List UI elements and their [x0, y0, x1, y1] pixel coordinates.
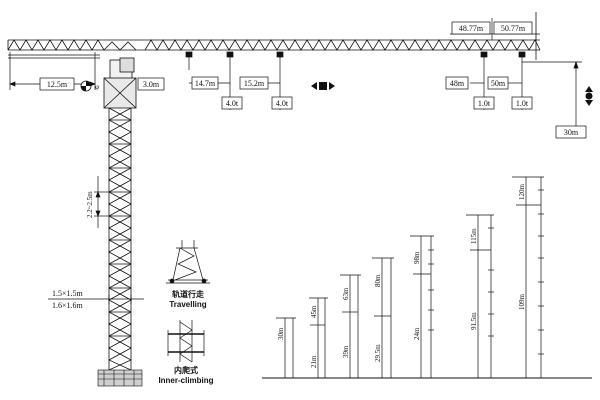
- station-2-load-label: 4.0t: [276, 99, 289, 108]
- station-4-load-box: [511, 96, 533, 110]
- station-2-load-box: [271, 96, 293, 110]
- svg-text:φ: φ: [95, 83, 99, 91]
- height-config-1: [276, 317, 296, 378]
- station-1-load-label: 4.0t: [226, 99, 239, 108]
- height-config-6-bottom: 91.5m: [470, 312, 478, 330]
- inner-climbing-icon: [167, 320, 205, 363]
- station-2-reach-label: 15.2m: [244, 79, 265, 88]
- slewing-cab: [103, 41, 137, 109]
- counterweight-symbol: φ: [80, 80, 99, 92]
- station-4-reach-label: 50m: [491, 79, 506, 88]
- station-3-load-box: [473, 96, 495, 110]
- tip-reach-label: 12.5m: [47, 80, 68, 89]
- height-config-3: [340, 274, 361, 378]
- height-config-6-top: 115m: [470, 228, 478, 244]
- mast-size-a-label: 1.5×1.5m: [52, 289, 84, 298]
- height-config-2-top: 45m: [310, 305, 318, 318]
- height-config-2-bottom: 21m: [310, 355, 318, 368]
- top-reach-2-label: 50.77m: [501, 24, 526, 33]
- hook-height-dimension: [522, 60, 582, 128]
- mast-size-b-label: 1.6×1.6m: [52, 301, 84, 310]
- counter-offset-label: 3.0m: [143, 80, 160, 89]
- station-3-reach-box: [445, 76, 469, 90]
- height-config-3-top: 63m: [342, 287, 350, 300]
- station-3-load-label: 1.0t: [478, 99, 491, 108]
- height-config-5: [410, 235, 434, 378]
- mast-base: [97, 369, 143, 387]
- mast-size-leader: [48, 294, 144, 304]
- height-config-4-bottom: 29.5m: [374, 344, 382, 362]
- hook-height-box: [555, 125, 587, 139]
- hoist-direction-icon: [585, 86, 593, 106]
- travelling-zh-label: 轨道行走: [172, 289, 205, 299]
- top-reach-2-box: [493, 21, 533, 35]
- height-config-3-bottom: 39m: [342, 345, 350, 358]
- height-config-5-bottom: 24m: [413, 327, 421, 340]
- top-reach-1-label: 48.77m: [459, 24, 484, 33]
- inner-climbing-en-label: Inner-climbing: [158, 376, 213, 385]
- travelling-base-icon: [166, 240, 210, 284]
- station-1-reach-label: 14.7m: [195, 79, 216, 88]
- height-config-7-bottom: 109m: [518, 294, 526, 311]
- travelling-en-label: Travelling: [169, 300, 206, 309]
- jib-truss: [7, 12, 541, 60]
- height-config-5-top: 98m: [413, 251, 421, 264]
- station-4-load-label: 1.0t: [516, 99, 529, 108]
- station-2-reach-box: [239, 76, 269, 90]
- station-4-reach-box: [487, 76, 509, 90]
- height-config-2: [309, 297, 328, 378]
- height-config-7-top: 120m: [518, 184, 526, 201]
- counter-offset-box: [137, 77, 165, 91]
- inner-climbing-zh-label: 内爬式: [174, 365, 198, 375]
- height-config-6: [466, 214, 494, 378]
- height-config-1-top: 30m: [277, 327, 285, 340]
- station-1-reach-box: [191, 76, 219, 90]
- top-reach-1-box: [451, 21, 491, 35]
- mast-spacing-dimension: [94, 176, 109, 228]
- station-3-reach-label: 48m: [450, 79, 465, 88]
- mast-column: [108, 107, 132, 371]
- hook-height-label: 30m: [564, 128, 579, 137]
- tip-reach-box: [39, 77, 75, 91]
- height-config-7: [512, 176, 544, 378]
- height-config-4-top: 80m: [374, 274, 382, 287]
- height-config-4: [372, 257, 394, 378]
- travel-direction-arrows: [311, 82, 335, 90]
- mast-spacing-label: 2.2~2.5m: [86, 191, 94, 218]
- station-1-load-box: [221, 96, 243, 110]
